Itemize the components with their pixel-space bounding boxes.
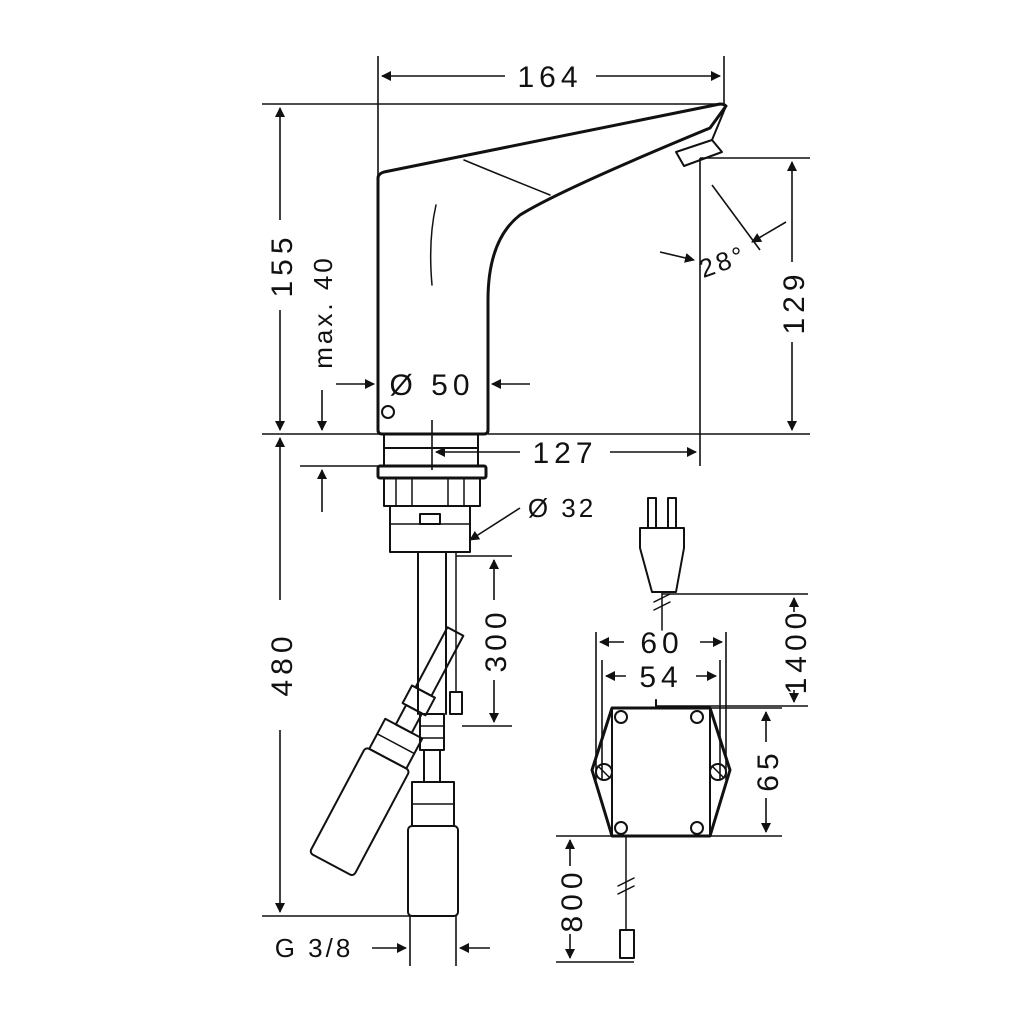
- dim-dia-50: Ø 50: [389, 369, 474, 402]
- dim-thread-g38: G 3/8: [275, 933, 354, 963]
- dim-480: 480: [266, 631, 299, 696]
- dim-max-40: max. 40: [308, 255, 338, 369]
- dim-dia-32: Ø 32: [528, 493, 596, 523]
- dim-65: 65: [752, 748, 785, 791]
- dim-155: 155: [266, 232, 299, 297]
- dim-54: 54: [639, 661, 682, 694]
- dim-127: 127: [532, 437, 597, 470]
- power-plug: [639, 497, 685, 631]
- mounting-assembly: [376, 433, 488, 715]
- faucet-body: [376, 102, 728, 436]
- dim-300: 300: [480, 607, 513, 672]
- hose-left: [309, 626, 465, 876]
- dim-1400: 1400: [780, 608, 813, 695]
- dim-angle-28: 28°: [695, 239, 751, 284]
- dim-129: 129: [778, 269, 811, 334]
- dim-800: 800: [556, 867, 589, 932]
- dim-164: 164: [517, 61, 582, 94]
- hose-right: [407, 713, 459, 917]
- control-box: [590, 699, 732, 959]
- dimension-lines: [262, 56, 810, 966]
- dim-60: 60: [640, 627, 683, 660]
